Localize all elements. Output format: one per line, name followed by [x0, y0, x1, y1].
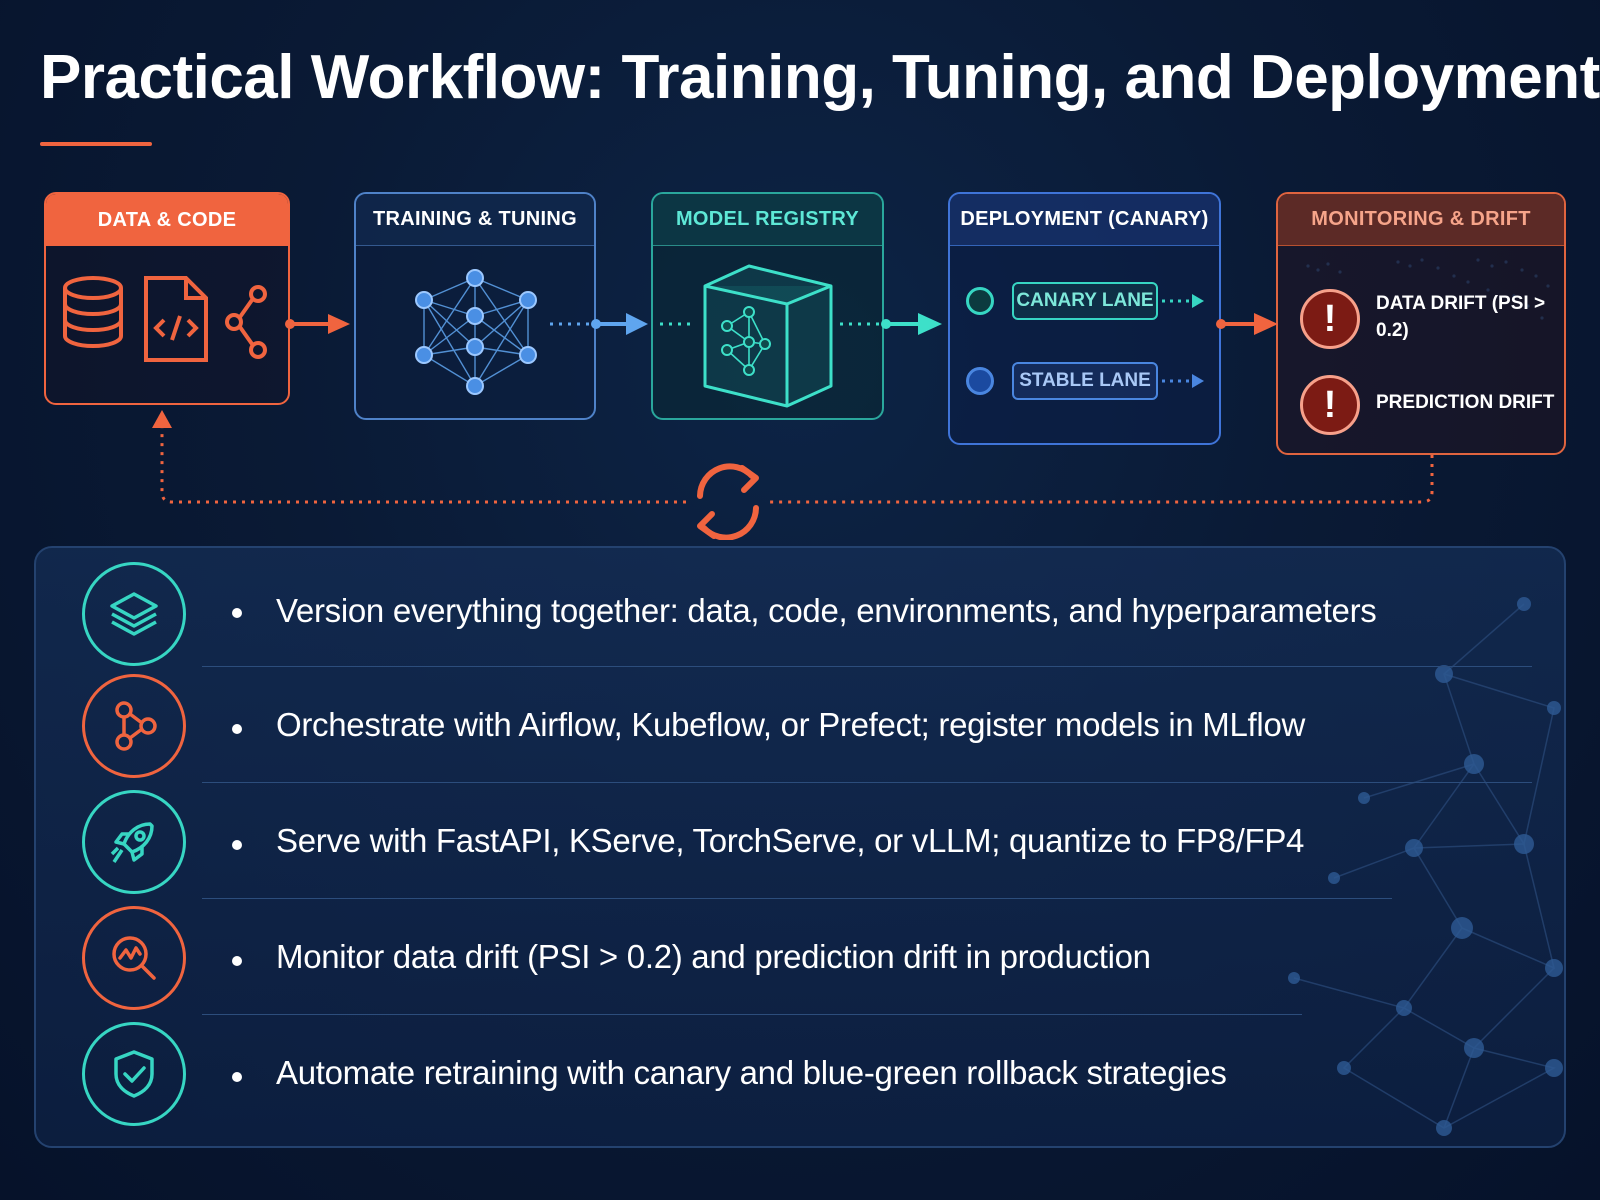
bullet-dot — [232, 724, 242, 734]
database-icon — [63, 276, 123, 348]
prediction-drift-alert-icon: ! — [1300, 375, 1360, 435]
model-cube-icon — [703, 264, 833, 408]
code-file-icon — [144, 276, 208, 362]
stage-training-tuning: TRAINING & TUNING — [354, 192, 596, 420]
rocket-icon — [82, 790, 186, 894]
world-map-dots — [1306, 258, 1550, 320]
row-divider — [202, 898, 1392, 899]
stage-training-title: TRAINING & TUNING — [356, 194, 594, 246]
network-background — [1288, 597, 1563, 1136]
bullet-dot — [232, 1072, 242, 1082]
row-divider — [202, 1014, 1302, 1015]
canary-lane-arrow — [1162, 294, 1204, 308]
practice-row-monitoring: Monitor data drift (PSI > 0.2) and predi… — [36, 904, 1564, 1020]
refresh-icon — [697, 463, 759, 540]
shield-check-icon — [82, 1022, 186, 1126]
connector-data-to-training — [285, 314, 350, 334]
stage-data-code: DATA & CODE — [44, 192, 290, 405]
stable-lane-arrow — [1162, 374, 1204, 388]
data-drift-label: DATA DRIFT (PSI > 0.2) — [1376, 293, 1546, 341]
key-practices-panel: Version everything together: data, code,… — [34, 546, 1566, 1148]
share-nodes-icon — [225, 285, 267, 359]
bullet-dot — [232, 956, 242, 966]
neural-network-icon — [415, 269, 537, 395]
stage-monitoring-drift: MONITORING & DRIFT ! DATA DRIFT (PSI > 0… — [1276, 192, 1566, 455]
stage-deployment-title: DEPLOYMENT (CANARY) — [950, 194, 1219, 246]
practice-text: Automate retraining with canary and blue… — [276, 1054, 1227, 1091]
canary-lane: CANARY LANE — [1012, 282, 1158, 320]
connector-deployment-to-monitoring — [1216, 313, 1278, 335]
row-divider — [202, 782, 1532, 783]
bullet-dot — [232, 840, 242, 850]
stable-lane: STABLE LANE — [1012, 362, 1158, 400]
prediction-drift-label: PREDICTION DRIFT — [1376, 392, 1555, 413]
practice-row-orchestration: Orchestrate with Airflow, Kubeflow, or P… — [36, 672, 1564, 788]
stage-data-code-title: DATA & CODE — [46, 194, 288, 246]
practice-row-serving: Serve with FastAPI, KServe, TorchServe, … — [36, 788, 1564, 904]
practice-text: Monitor data drift (PSI > 0.2) and predi… — [276, 938, 1151, 975]
practice-text: Version everything together: data, code,… — [276, 592, 1377, 629]
stage-registry-title: MODEL REGISTRY — [653, 194, 882, 246]
stable-lane-dot — [966, 367, 994, 395]
bullet-dot — [232, 608, 242, 618]
layers-icon — [82, 562, 186, 666]
title-underline — [40, 142, 152, 146]
page-title: Practical Workflow: Training, Tuning, an… — [40, 43, 1600, 112]
row-divider — [202, 666, 1532, 667]
practice-text: Serve with FastAPI, KServe, TorchServe, … — [276, 822, 1305, 859]
practice-text: Orchestrate with Airflow, Kubeflow, or P… — [276, 706, 1306, 743]
practice-row-retraining: Automate retraining with canary and blue… — [36, 1020, 1564, 1136]
magnifier-chart-icon — [82, 906, 186, 1010]
feedback-loop-arrowhead — [152, 410, 172, 428]
canary-lane-dot — [966, 287, 994, 315]
stage-deployment-canary: DEPLOYMENT (CANARY) CANARY LANE STABLE L… — [948, 192, 1221, 445]
stage-monitoring-title: MONITORING & DRIFT — [1278, 194, 1564, 246]
data-drift-alert-icon: ! — [1300, 289, 1360, 349]
workflow-nodes-icon — [82, 674, 186, 778]
stage-model-registry: MODEL REGISTRY — [651, 192, 884, 420]
practice-row-versioning: Version everything together: data, code,… — [36, 556, 1564, 672]
feedback-loop-connector — [160, 426, 1434, 504]
